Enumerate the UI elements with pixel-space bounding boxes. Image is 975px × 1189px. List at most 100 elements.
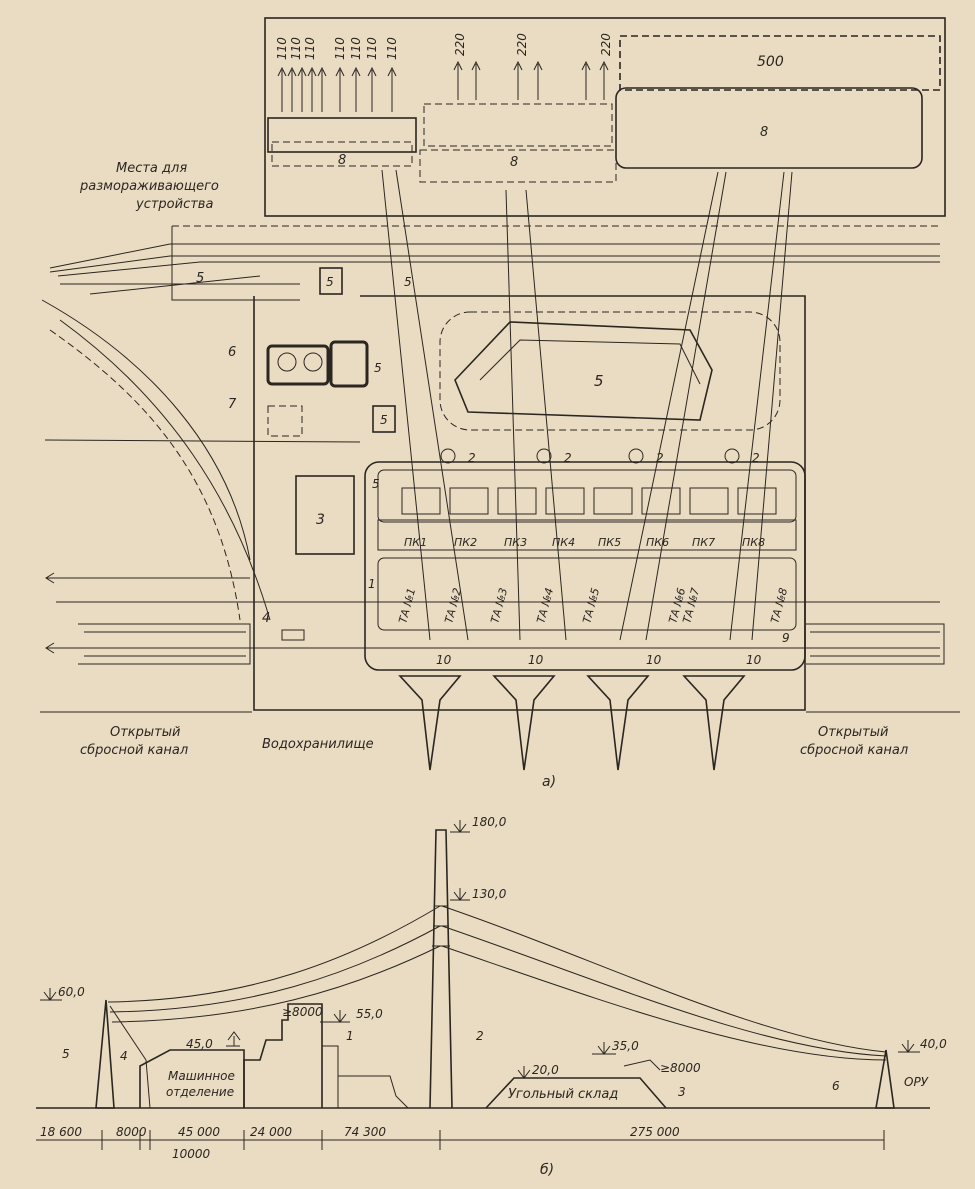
coal-yard-road bbox=[439, 311, 781, 431]
dim-label: 24 000 bbox=[250, 1125, 292, 1139]
marker-5: 5 bbox=[594, 372, 604, 390]
voltage-label: 110 bbox=[275, 37, 289, 60]
section-view: 180,0 130,0 60,0 55,0 45,0 40,0 35,0 20,… bbox=[36, 815, 947, 1178]
defrost-label-line3: устройства bbox=[135, 197, 213, 212]
dim-label: 18 600 bbox=[40, 1125, 82, 1139]
dim-label: 8000 bbox=[116, 1125, 147, 1139]
switchyard-500-block bbox=[619, 35, 941, 91]
marker-1: 1 bbox=[368, 577, 376, 591]
switchyard-220-block bbox=[423, 103, 613, 147]
voltage-label: 220 bbox=[453, 33, 467, 56]
voltage-label: 110 bbox=[349, 37, 363, 60]
turbine-label: ТА №1 bbox=[396, 586, 418, 624]
dim-label: 275 000 bbox=[630, 1125, 680, 1139]
marker-8: 8 bbox=[760, 125, 768, 140]
dim-sub-label: 10000 bbox=[172, 1147, 211, 1161]
switchyard-500-inner bbox=[615, 87, 923, 169]
turbine-label: ТА №2 bbox=[442, 586, 464, 624]
turbine-label: ТА №3 bbox=[488, 586, 510, 624]
coal-yard-ridge bbox=[479, 339, 701, 385]
caption-b: б) bbox=[540, 1162, 554, 1178]
bay-voltages-220: 220 220 220 bbox=[453, 33, 613, 56]
level-180: 180,0 bbox=[472, 815, 507, 829]
level-45: 45,0 bbox=[186, 1037, 213, 1051]
turbine-label: ТА №8 bbox=[768, 586, 790, 624]
building-5a bbox=[319, 267, 343, 295]
marker-10: 10 bbox=[646, 653, 662, 667]
marker-2: 2 bbox=[468, 451, 476, 465]
boiler-label: ПК5 bbox=[598, 536, 621, 549]
marker-1: 1 bbox=[346, 1029, 354, 1043]
rail-tracks bbox=[41, 225, 940, 649]
boiler-label: ПК8 bbox=[742, 536, 765, 549]
reservoir-label: Водохранилище bbox=[262, 737, 374, 752]
marker-10: 10 bbox=[528, 653, 544, 667]
building-3 bbox=[295, 475, 355, 555]
clearance-1: ≥8000 bbox=[282, 1005, 323, 1019]
voltage-label: 110 bbox=[289, 37, 303, 60]
voltage-label: 110 bbox=[303, 37, 317, 60]
marker-5: 5 bbox=[404, 275, 412, 289]
marker-8: 8 bbox=[338, 153, 346, 168]
water-intakes bbox=[398, 675, 746, 771]
marker-4: 4 bbox=[262, 611, 270, 626]
marker-3: 3 bbox=[316, 512, 325, 528]
building-4 bbox=[281, 629, 305, 641]
transformer-markers: 10 10 10 10 bbox=[436, 653, 762, 667]
switchyard-220-inner bbox=[419, 149, 617, 183]
marker-9: 9 bbox=[782, 631, 790, 645]
building-5b bbox=[372, 405, 396, 433]
bay-voltages-110: 110 110 110 110 110 110 110 bbox=[275, 37, 399, 60]
canal-right-line1: Открытый bbox=[818, 725, 888, 740]
marker-3: 3 bbox=[678, 1085, 686, 1099]
boiler-building bbox=[243, 1003, 323, 1108]
marker-10: 10 bbox=[746, 653, 762, 667]
canal-left-line1: Открытый bbox=[110, 725, 180, 740]
marker-5: 5 bbox=[196, 271, 204, 286]
fuel-tanks-6 bbox=[329, 340, 369, 388]
turbine-hall bbox=[377, 557, 797, 631]
line-arrows-110 bbox=[277, 60, 609, 112]
outflow-arrows bbox=[45, 572, 250, 654]
level-20: 20,0 bbox=[532, 1063, 559, 1077]
switchyard-label: ОРУ bbox=[904, 1075, 929, 1089]
voltage-label: 220 bbox=[515, 33, 529, 56]
voltage-label: 110 bbox=[333, 37, 347, 60]
boiler-label: ПК7 bbox=[692, 536, 715, 549]
dim-label: 74 300 bbox=[344, 1125, 386, 1139]
elevation-marks bbox=[40, 820, 920, 1079]
power-lines-plan bbox=[381, 169, 793, 641]
marker-5: 5 bbox=[374, 361, 382, 375]
caption-a: а) bbox=[542, 774, 556, 790]
canal-left-line2: сбросной канал bbox=[80, 743, 188, 758]
marker-5: 5 bbox=[62, 1047, 70, 1061]
marker-7: 7 bbox=[228, 397, 237, 412]
marker-6: 6 bbox=[228, 345, 236, 360]
switchyard-110-dash bbox=[271, 141, 413, 167]
marker-5: 5 bbox=[372, 477, 380, 491]
clearance-2: ≥8000 bbox=[660, 1061, 701, 1075]
chimney bbox=[429, 829, 453, 1109]
plan-view: 110 110 110 110 110 110 110 220 220 220 … bbox=[40, 17, 960, 790]
level-130: 130,0 bbox=[472, 887, 507, 901]
level-40: 40,0 bbox=[920, 1037, 947, 1051]
marker-10: 10 bbox=[436, 653, 452, 667]
transmission-lines-section bbox=[107, 905, 887, 1109]
site-boundary bbox=[253, 295, 806, 711]
marker-6: 6 bbox=[832, 1079, 840, 1093]
defrost-label-line2: размораживающего bbox=[79, 179, 219, 194]
switchyard-110-block bbox=[267, 117, 417, 153]
switchyard-outline bbox=[264, 17, 946, 217]
coal-yard-section bbox=[485, 1077, 667, 1109]
deaerator-bay bbox=[377, 519, 797, 551]
machine-hall-line2: отделение bbox=[166, 1085, 234, 1099]
auxiliary-units bbox=[337, 1075, 409, 1109]
dimension-labels: 18 600 8000 45 000 24 000 74 300 275 000 bbox=[40, 1125, 680, 1139]
marker-5: 5 bbox=[380, 413, 388, 427]
coal-yard bbox=[454, 321, 713, 421]
boiler-label: ПК3 bbox=[504, 536, 527, 549]
voltage-500-label: 500 bbox=[757, 54, 784, 70]
defrost-label-line1: Места для bbox=[116, 161, 187, 176]
